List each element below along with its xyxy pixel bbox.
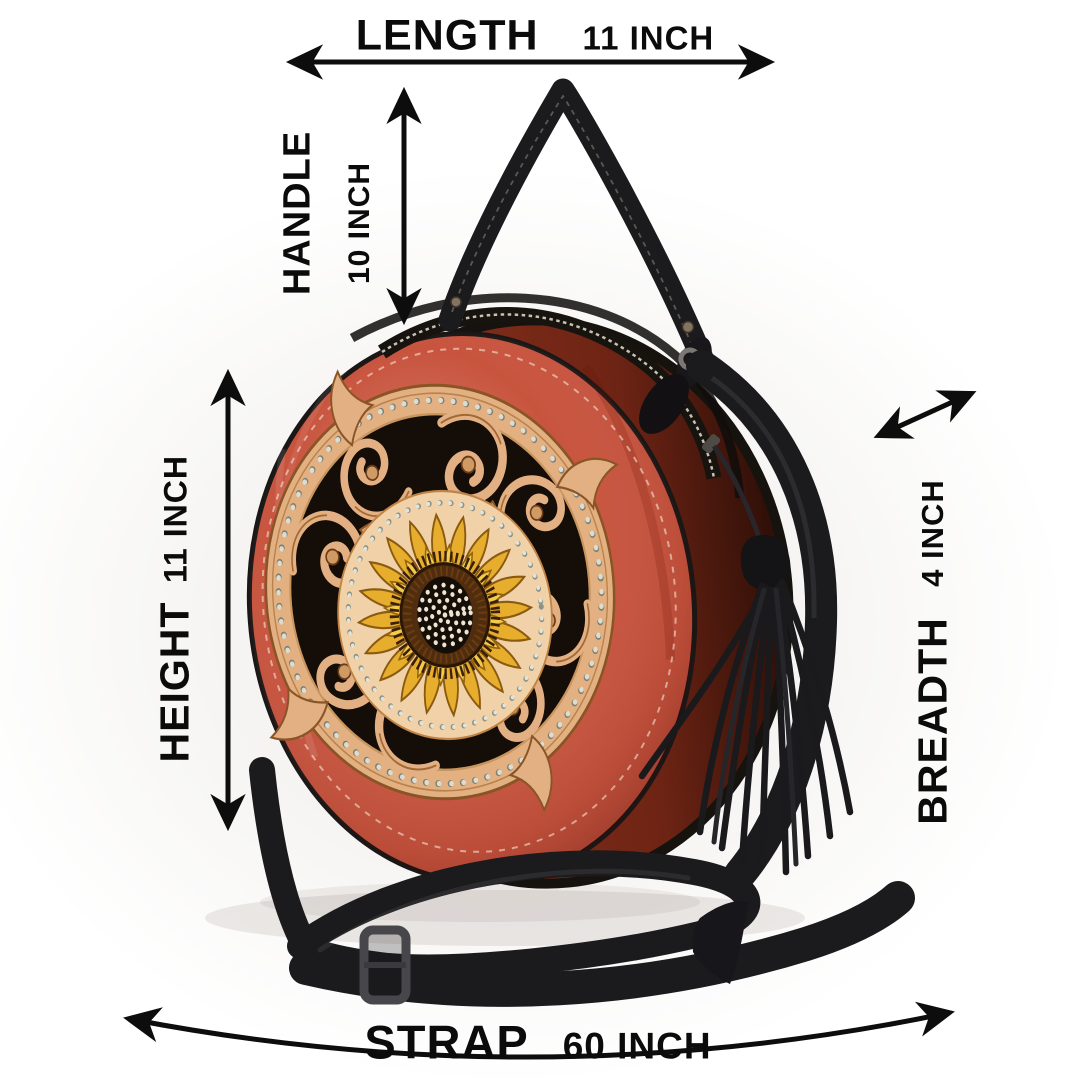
shoulder-strap-right (686, 350, 838, 890)
strap-value: 60 INCH (562, 1025, 712, 1067)
zipper-garage-tab (639, 374, 689, 434)
height-label: HEIGHT (151, 601, 198, 763)
breadth-arrow (873, 390, 977, 439)
handle-value: 10 INCH (343, 161, 376, 285)
bag-handle (438, 78, 714, 370)
strap-arrow (123, 1001, 955, 1060)
length-value: 11 INCH (582, 19, 715, 57)
breadth-label: BREADTH (909, 617, 956, 825)
strap-label: STRAP (364, 1015, 529, 1069)
sunflower-motif (337, 489, 553, 741)
height-value: 11 INCH (157, 455, 194, 583)
tassel (638, 534, 854, 876)
strap-buckle (359, 925, 411, 1005)
strap-dimension: STRAP 60 INCH (364, 1015, 711, 1070)
breadth-value: 4 INCH (915, 479, 950, 587)
length-dimension: LENGTH 11 INCH (356, 12, 715, 61)
handle-label: HANDLE (276, 130, 319, 296)
strap-tail (692, 900, 748, 984)
length-label: LENGTH (355, 11, 539, 60)
zipper-pull (701, 434, 763, 541)
